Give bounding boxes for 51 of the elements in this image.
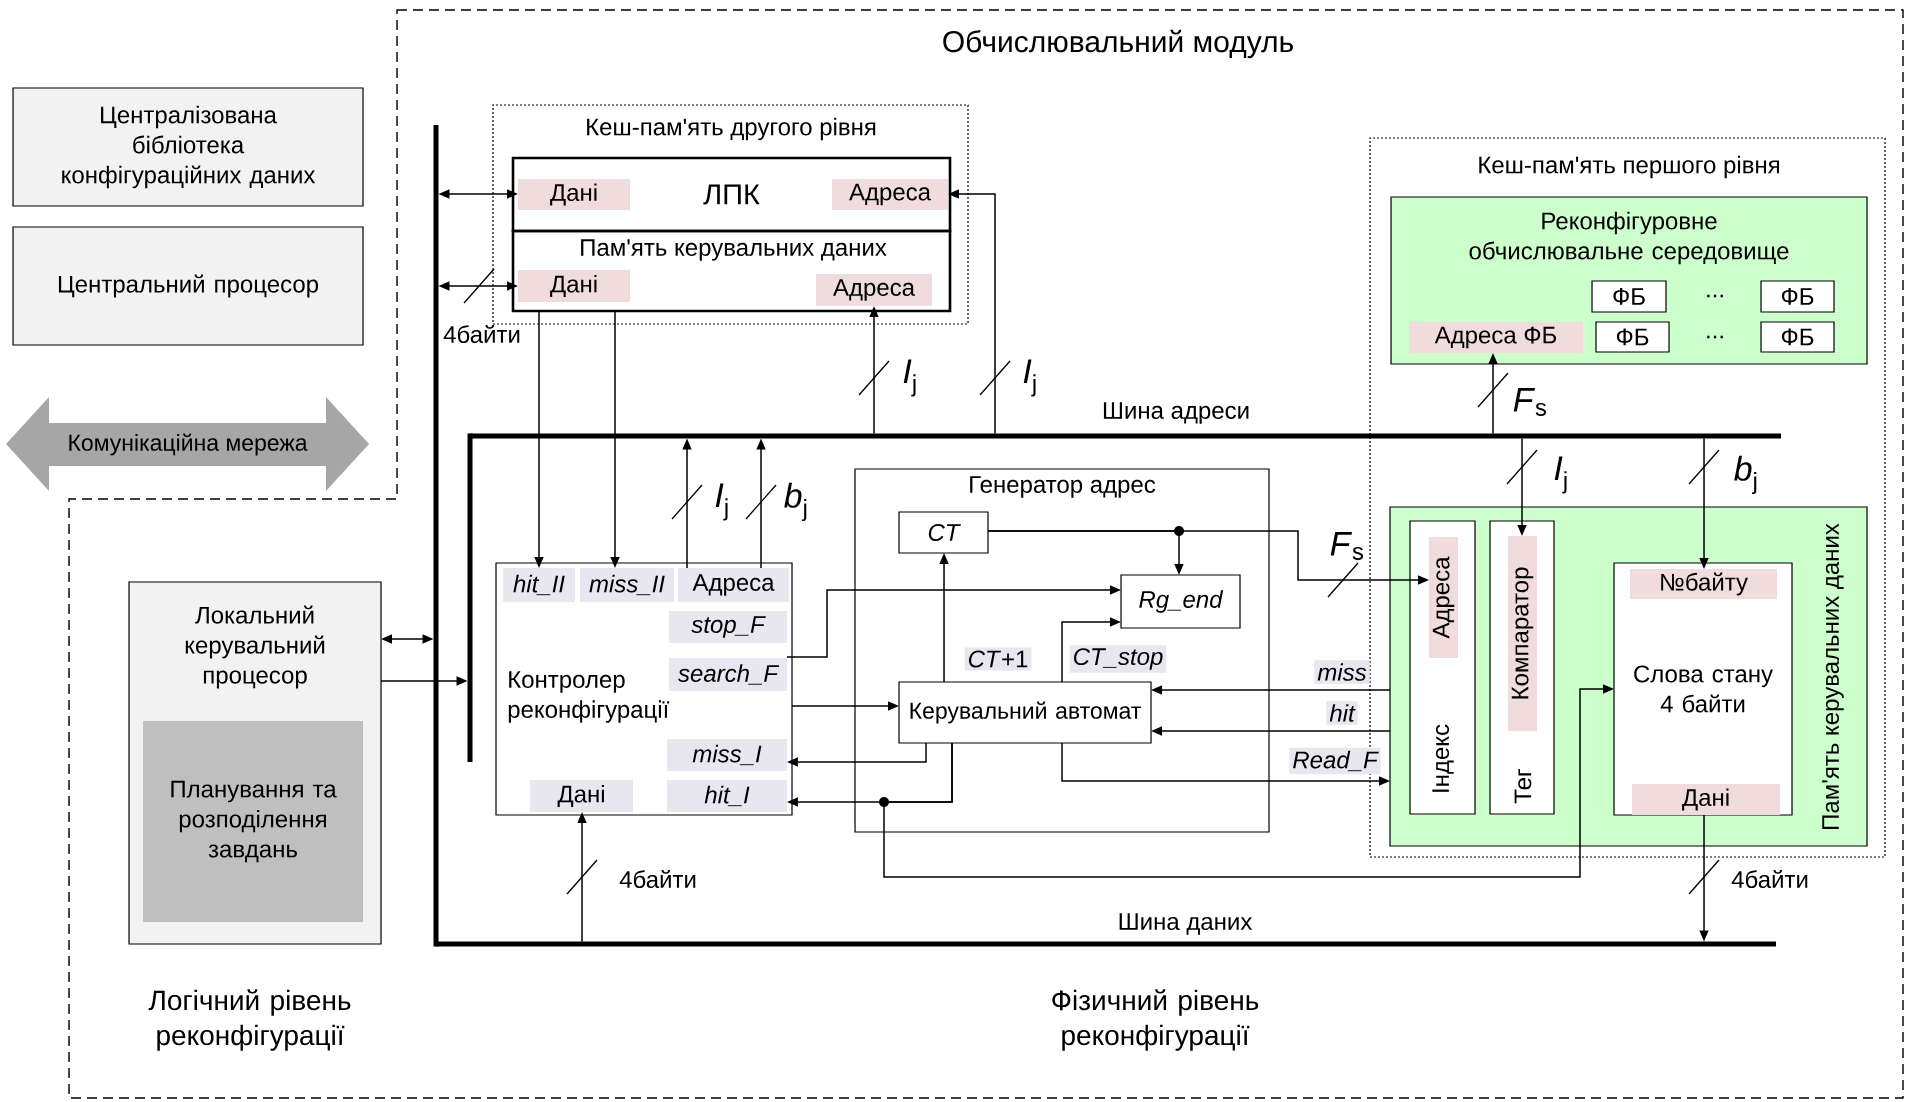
signal-tag: Дані bbox=[530, 780, 633, 812]
signal-tag: hit_I bbox=[667, 780, 787, 812]
automaton-box: Керувальний автомат bbox=[898, 681, 1152, 744]
field-tag: Дані bbox=[518, 270, 630, 302]
block-box: ФБ bbox=[1760, 280, 1835, 313]
edge-label: F$_{s}$ bbox=[1330, 532, 1364, 560]
node-label: Шина адреси bbox=[1103, 402, 1249, 424]
processor-box: Центральний процесор bbox=[12, 226, 364, 346]
field-tag: Компаратор bbox=[1508, 536, 1537, 731]
network-banner: Комунікаційна мережа bbox=[6, 397, 369, 491]
ellipsis: ... bbox=[1707, 335, 1723, 339]
block-box: ФБ bbox=[1591, 280, 1667, 313]
library-box: Централізована бібліотека конфігураційних даних bbox=[12, 87, 364, 207]
edge-label: hit bbox=[1326, 701, 1358, 725]
signal-tag: hit_II bbox=[503, 568, 575, 602]
edge-label: b$_{j}$ bbox=[1734, 455, 1757, 495]
edge-label: I$_{j}$ bbox=[715, 483, 728, 521]
signal-tag: stop_F bbox=[669, 611, 787, 643]
node-label: Шина даних bbox=[1119, 913, 1253, 935]
edge-label: I$_{j}$ bbox=[1554, 456, 1567, 494]
field-tag: Дані bbox=[518, 179, 630, 210]
edge-label: Read_F bbox=[1289, 747, 1381, 775]
title: Обчислювальний модуль bbox=[943, 29, 1293, 59]
ellipsis: ... bbox=[1707, 294, 1723, 298]
edge-label: CT_stop bbox=[1069, 645, 1167, 673]
edge-label: 4байти bbox=[1731, 869, 1808, 888]
block-box: ФБ bbox=[1595, 321, 1670, 353]
edge-label: F$_{s}$ bbox=[1513, 388, 1547, 416]
edge-label: miss bbox=[1314, 660, 1370, 684]
data-bus: Шина даних bbox=[436, 913, 1776, 947]
field-tag: Адреса bbox=[832, 179, 948, 210]
field-tag: Дані bbox=[1632, 784, 1780, 815]
field-tag: Адреса bbox=[816, 274, 932, 306]
section-caption: Фізичний рівень реконфігурації bbox=[1052, 989, 1259, 1051]
signal-tag: search_F bbox=[669, 658, 787, 691]
counter-box: CT bbox=[898, 511, 989, 554]
signal-tag: miss_II bbox=[580, 568, 674, 602]
field-tag: №байту bbox=[1630, 569, 1777, 599]
edge-label: I$_{j}$ bbox=[1023, 359, 1036, 397]
section-caption: Логічний рівень реконфігурації bbox=[148, 989, 351, 1051]
block-box: ФБ bbox=[1760, 321, 1835, 353]
task-box: Планування та розподілення завдань bbox=[143, 721, 363, 922]
edge-label: b$_{j}$ bbox=[784, 482, 807, 522]
edge-label: 4байти bbox=[619, 869, 696, 888]
register-box: Rg_end bbox=[1120, 574, 1241, 629]
signal-tag: miss_I bbox=[667, 739, 787, 771]
field-tag: Адреса bbox=[1429, 537, 1458, 658]
edge-label: 4байти bbox=[443, 324, 520, 343]
signal-tag: Адреса bbox=[678, 568, 789, 602]
edge-label: I$_{j}$ bbox=[903, 359, 916, 397]
field-tag: Адреса ФБ bbox=[1409, 322, 1583, 353]
